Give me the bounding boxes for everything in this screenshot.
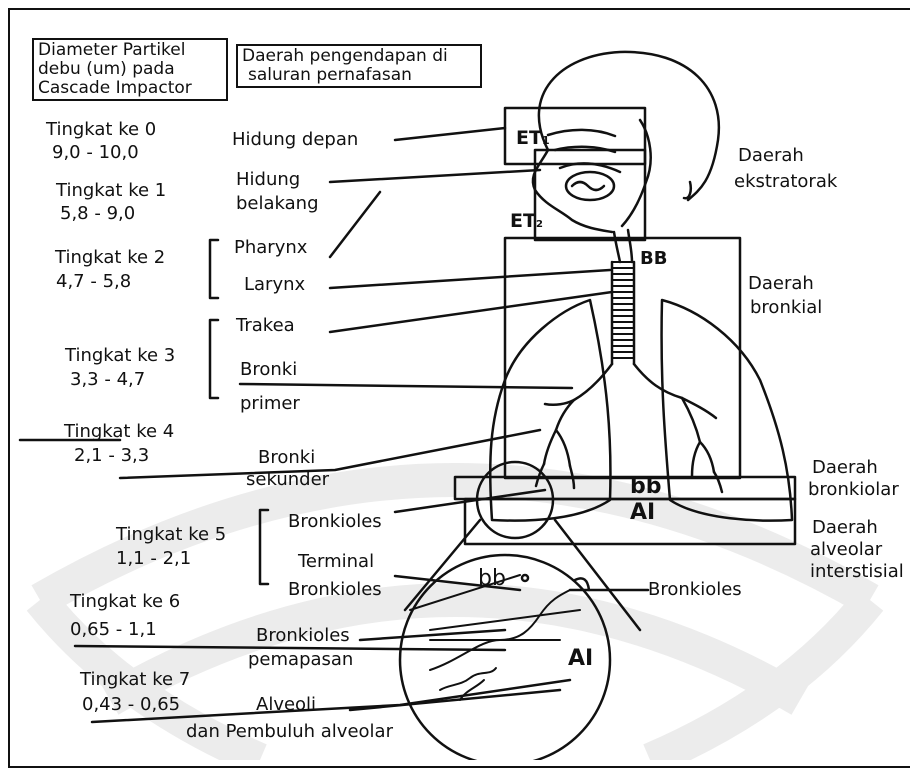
code-et1: ET1	[516, 127, 550, 149]
code-bb-lower: bb	[630, 474, 662, 499]
stage-3-range: 3,3 - 4,7	[70, 370, 145, 390]
bronki-sekunder-label-2: sekunder	[246, 470, 329, 490]
right-lung	[662, 300, 792, 521]
alveoli-label: Alveoli	[256, 695, 316, 715]
code-ai-zoom: AI	[568, 646, 593, 671]
code-bb-zoom: bb	[478, 566, 506, 591]
code-bb-upper: BB	[640, 248, 667, 269]
bronki-sekunder-label-1: Bronki	[258, 448, 315, 468]
bronkioles-pernapasan-label-2: pemapasan	[248, 650, 353, 670]
pharynx-label: Pharynx	[234, 238, 307, 258]
stage-0-range: 9,0 - 10,0	[52, 143, 139, 163]
bronki-primer-label-1: Bronki	[240, 360, 297, 380]
stage-5-range: 1,1 - 2,1	[116, 549, 191, 569]
trakea-label: Trakea	[236, 316, 295, 336]
code-et2: ET2	[510, 210, 543, 232]
hidung-belakang-label-1: Hidung	[236, 170, 300, 190]
hidung-belakang-label-2: belakang	[236, 194, 319, 214]
stage-4-range: 2,1 - 3,3	[74, 446, 149, 466]
stage-2-range: 4,7 - 5,8	[56, 272, 131, 292]
terminal-bronkioles-label-1: Terminal	[298, 552, 374, 572]
stage-0-label: Tingkat ke 0	[46, 120, 156, 140]
particle-diameter-box: Diameter Partikel debu (um) pada Cascade…	[32, 38, 228, 101]
hidung-depan-label: Hidung depan	[232, 130, 358, 150]
stage-4-label: Tingkat ke 4	[64, 422, 174, 442]
region-bronkiolar-2: bronkiolar	[808, 480, 899, 500]
region-alveolar-1: Daerah	[812, 518, 878, 538]
face-outline	[533, 150, 612, 232]
stage-7-label: Tingkat ke 7	[80, 670, 190, 690]
deposition-region-box: Daerah pengendapan di saluran pernafasan	[236, 44, 482, 88]
stage-2-label: Tingkat ke 2	[55, 248, 165, 268]
region-bronkiolar-1: Daerah	[812, 458, 878, 478]
stage-5-label: Tingkat ke 5	[116, 525, 226, 545]
stage-1-label: Tingkat ke 1	[56, 181, 166, 201]
bronkioles-pernapasan-label-1: Bronkioles	[256, 626, 350, 646]
head-outline	[539, 52, 719, 200]
region-bronkial-2: bronkial	[750, 298, 822, 318]
stage-1-range: 5,8 - 9,0	[60, 204, 135, 224]
region-ekstratorak-2: ekstratorak	[734, 172, 837, 192]
stage-6-range: 0,65 - 1,1	[70, 620, 157, 640]
stage-6-label: Tingkat ke 6	[70, 592, 180, 612]
bronkioles-label: Bronkioles	[288, 512, 382, 532]
pembuluh-alveolar-label: dan Pembuluh alveolar	[186, 722, 393, 742]
terminal-bronkioles-label-2: Bronkioles	[288, 580, 382, 600]
region-alveolar-2: alveolar	[810, 540, 882, 560]
bronki-primer-label-2: primer	[240, 394, 300, 414]
region-ekstratorak-1: Daerah	[738, 146, 804, 166]
larynx-label: Larynx	[244, 275, 305, 295]
bronkioles-right-label: Bronkioles	[648, 580, 742, 600]
region-alveolar-3: interstisial	[810, 562, 904, 582]
stage-7-range: 0,43 - 0,65	[82, 695, 180, 715]
stage-3-label: Tingkat ke 3	[65, 346, 175, 366]
code-ai-upper: AI	[630, 500, 655, 525]
region-bronkial-1: Daerah	[748, 274, 814, 294]
